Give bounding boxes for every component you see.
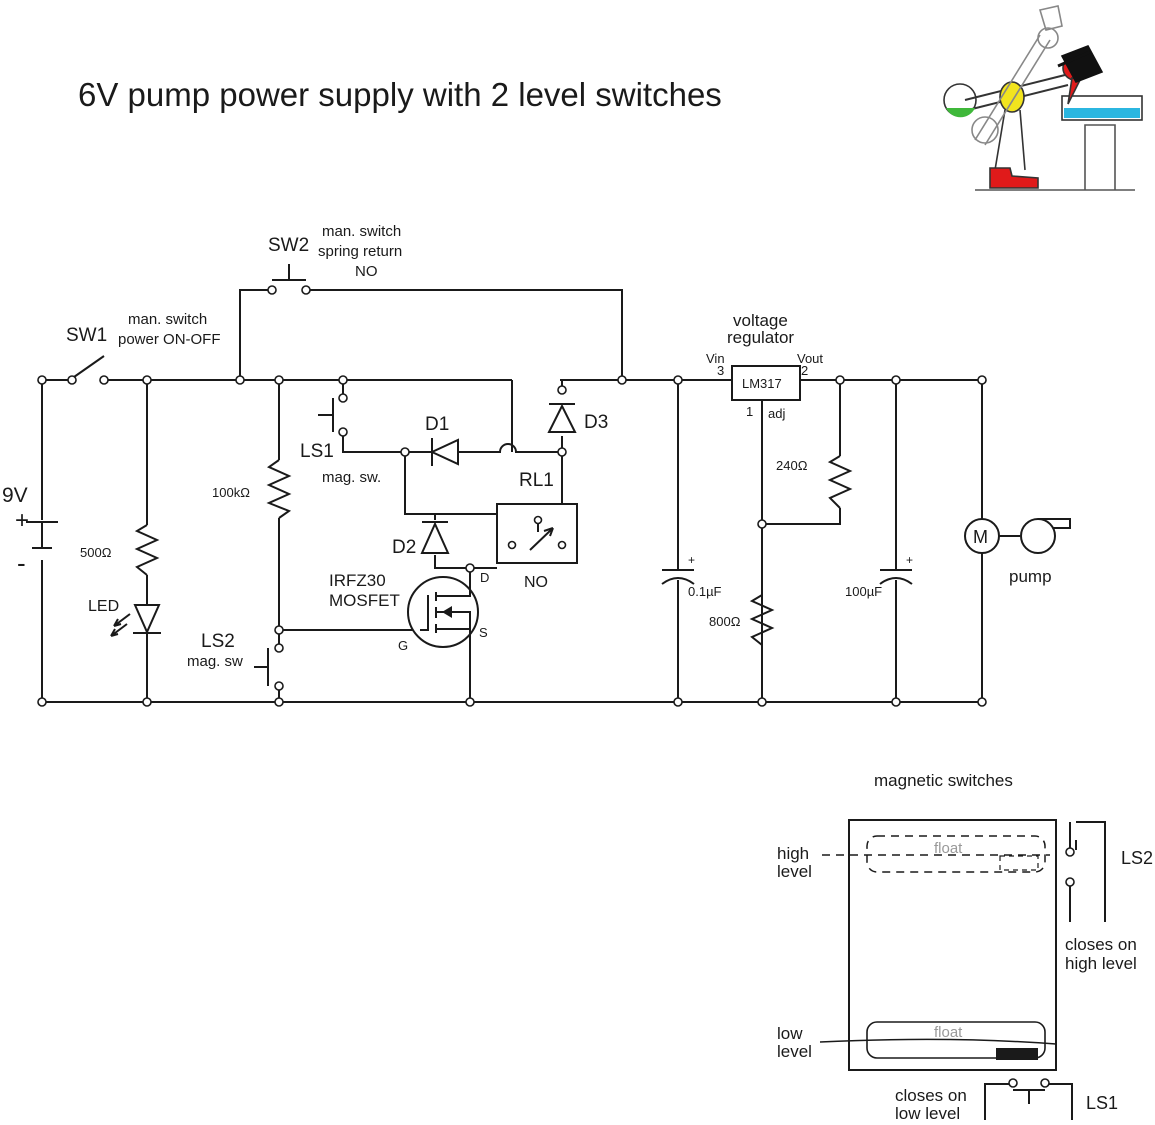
d3-label: D3 (584, 412, 608, 433)
r100k-label: 100kΩ (212, 485, 250, 500)
relay-rl1: RL1 NO (496, 470, 578, 591)
high-float (866, 835, 1046, 873)
d2-label: D2 (392, 537, 416, 558)
led-resistor-500: 500Ω (80, 524, 160, 576)
ls2-note-2: high level (1065, 954, 1137, 973)
ls1-label: LS1 (300, 441, 334, 462)
sw1-desc-2: power ON-OFF (118, 331, 221, 348)
ls1-note-1: closes on (895, 1086, 967, 1105)
water-tray (1061, 95, 1143, 121)
regulator-vout-label: Vout (797, 351, 823, 366)
water (1064, 108, 1140, 118)
tank-outline (848, 819, 1057, 1071)
capacitor-output: + 100µF (845, 553, 913, 599)
sw1-switch: SW1 man. switch power ON-OFF (66, 311, 221, 385)
page-title: 6V pump power supply with 2 level switch… (78, 76, 722, 113)
high-float-label: float (934, 840, 963, 857)
regulator-pin-out: 2 (801, 363, 808, 378)
low-float (866, 1021, 1046, 1059)
capacitor-input: + 0.1µF (661, 553, 722, 599)
sw2-desc-3: NO (355, 263, 378, 280)
sw1-label: SW1 (66, 325, 107, 346)
relay-type: NO (524, 574, 548, 591)
tank-title: magnetic switches (874, 771, 1013, 790)
diode-d3: D3 (547, 403, 608, 433)
sw2-switch: SW2 man. switch spring return NO (267, 223, 402, 295)
tank-ls2-label: LS2 (1121, 848, 1153, 868)
regulator-adj-label: adj (768, 406, 785, 421)
d1-label: D1 (425, 414, 449, 435)
cin-value: 0.1µF (688, 584, 722, 599)
motor-symbol: M (973, 527, 988, 547)
ls2-label: LS2 (201, 631, 235, 652)
low-level-label-1: low (777, 1024, 803, 1043)
mosfet-gate-label: G (398, 638, 408, 653)
regulator-pin-adj: 1 (746, 404, 753, 419)
r500-label: 500Ω (80, 545, 112, 560)
battery-voltage: 9V (2, 484, 28, 507)
pump-label: pump (1009, 567, 1052, 586)
high-level-label-2: level (777, 862, 812, 881)
led: LED (88, 598, 161, 637)
sw2-label: SW2 (268, 235, 309, 256)
regulator-vin-label: Vin (706, 351, 725, 366)
battery-plus: + (15, 507, 29, 534)
mosfet-q1: IRFZ30 MOSFET G D S (329, 570, 489, 653)
led-label: LED (88, 598, 119, 615)
high-level-label-1: high (777, 844, 809, 863)
regulator-pin-in: 3 (717, 363, 724, 378)
cout-value: 100µF (845, 584, 882, 599)
regulator-part: LM317 (742, 376, 782, 391)
wiring (41, 289, 983, 703)
sw2-desc-1: man. switch (322, 223, 401, 240)
battery-minus: - (17, 548, 26, 578)
drinking-bird-illustration (943, 5, 1143, 191)
diode-d1: D1 (425, 414, 459, 466)
tank-diagram: magnetic switches high level float LS2 c… (777, 771, 1153, 1123)
sw1-desc-1: man. switch (128, 311, 207, 328)
regulator-title-2: regulator (727, 328, 794, 347)
voltage-regulator: LM317 voltage regulator Vin 3 Vout 2 1 a… (706, 311, 823, 421)
ls1-switch: LS1 mag. sw. (300, 393, 381, 486)
battery: 9V + - (2, 484, 58, 578)
regulator-title-1: voltage (733, 311, 788, 330)
r240-label: 240Ω (776, 458, 808, 473)
mosfet-type: MOSFET (329, 591, 400, 610)
ls1-desc: mag. sw. (322, 469, 381, 486)
relay-label: RL1 (519, 470, 554, 491)
ls1-note-2: low level (895, 1104, 960, 1123)
cin-plus: + (688, 553, 695, 567)
ls2-note-1: closes on (1065, 935, 1137, 954)
mosfet-source-label: S (479, 625, 488, 640)
r800-label: 800Ω (709, 614, 741, 629)
junction-nodes (37, 375, 987, 707)
ls2-switch: LS2 mag. sw (187, 631, 284, 691)
resistor-800: 800Ω (709, 594, 775, 646)
mosfet-part: IRFZ30 (329, 571, 386, 590)
mosfet-drain-label: D (480, 570, 489, 585)
low-float-label: float (934, 1024, 963, 1041)
resistor-100k: 100kΩ (212, 459, 292, 519)
resistor-240: 240Ω (776, 455, 853, 509)
ls2-desc: mag. sw (187, 653, 243, 670)
cup-stand (1084, 124, 1116, 190)
tank-ls1-label: LS1 (1086, 1093, 1118, 1113)
low-level-label-2: level (777, 1042, 812, 1061)
low-float-magnet (996, 1048, 1038, 1060)
pump-motor: M pump (964, 518, 1071, 586)
sw2-desc-2: spring return (318, 243, 402, 260)
cout-plus: + (906, 553, 913, 567)
diode-d2: D2 (392, 521, 450, 558)
